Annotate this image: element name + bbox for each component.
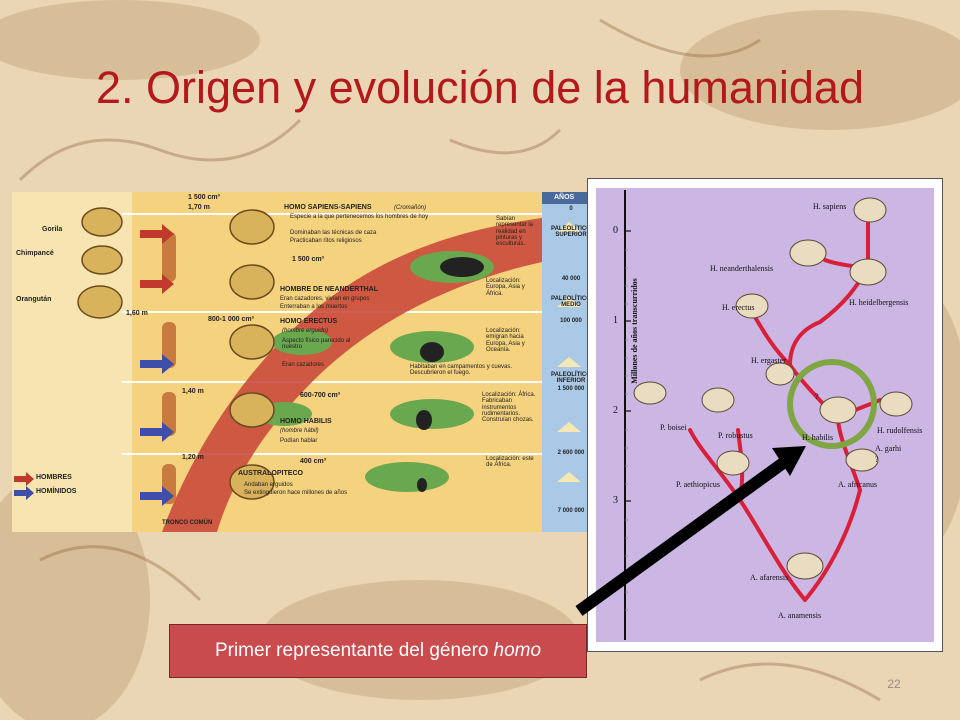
stage-bullet-5b: Se extinguieron hace millones de años [244, 490, 348, 496]
tick-1: 1 [613, 315, 618, 326]
height-label-2: 1,60 m [126, 310, 148, 317]
stage-note-3: Localización: emigran hacia Europa, Asia… [486, 328, 525, 353]
callout-text: Primer representante del género [214, 640, 489, 661]
label-h-heidelbergensis: H. heidelbergensis [849, 298, 909, 307]
label-a-anamensis: A. anamensis [778, 611, 822, 620]
label-a-africanus: A. africanus [838, 480, 878, 489]
tick-2: 2 [613, 405, 618, 416]
period-medio: PALEOLÍTICO MEDIO [551, 296, 591, 309]
stage-name-5: AUSTRALOPITECO [238, 470, 303, 477]
tick-0: 0 [613, 225, 618, 236]
stage-bullet-1a: Especie a la que pertenecemos los hombre… [290, 214, 429, 220]
height-label-3: 1,40 m [182, 388, 204, 395]
label-question: ? [875, 455, 879, 464]
stage-cm3-1: 1 500 cm³ [188, 194, 220, 201]
stage-bullet-2b: Enterraban a los muertos [280, 304, 348, 310]
year-1500000: 1 500 000 [557, 386, 585, 392]
stage-bullet-3b: Eran cazadores [282, 362, 325, 368]
label-a-afarensis: A. afarensis [750, 573, 789, 582]
primate-label-orangutan: Orangután [16, 296, 52, 303]
stage-cm3-3: 800-1 000 cm³ [208, 316, 254, 323]
stage-note-5: Localización: este de África. [486, 456, 534, 469]
year-100000: 100 000 [560, 318, 582, 324]
stage-note-2: Localización: Europa, Asia y África. [486, 278, 525, 297]
years-header: AÑOS [554, 194, 575, 201]
stage-sub-3: (hombre erguido) [282, 328, 329, 334]
stage-cm3-4: 600-700 cm³ [300, 392, 341, 399]
stage-bullet-1b: Dominaban las técnicas de caza [290, 230, 377, 236]
stage-note-1: Sabían representar la realidad en pintur… [496, 216, 534, 248]
legend-hominidos: HOMÍNIDOS [36, 488, 77, 495]
label-h-habilis: H. habilis [802, 433, 834, 442]
height-label-1: 1,70 m [188, 204, 210, 211]
common-trunk-label: TRONCO COMÚN [162, 520, 213, 526]
stage-note-4: Localización: África. Fabricaban instrum… [482, 392, 536, 424]
label-a-garhi: A. garhi [875, 444, 902, 453]
stage-name-1: HOMO SAPIENS-SAPIENS [284, 204, 372, 211]
stage-sub-1: (Cromañón) [394, 205, 427, 211]
fire-note: Habitaban en campamentos y cuevas. Descu… [410, 364, 513, 377]
stage-name-2: HOMBRE DE NEANDERTHAL [280, 286, 378, 293]
page-number: 22 [887, 677, 901, 691]
callout-box: Primer representante del género homo [169, 624, 587, 678]
stage-bullet-4a: Podían hablar [280, 438, 318, 444]
year-7000000: 7 000 000 [557, 508, 585, 514]
year-0: 0 [569, 206, 573, 212]
year-40000: 40 000 [561, 276, 581, 282]
tick-3: 3 [613, 495, 618, 506]
stage-name-4: HOMO HABILIS [280, 418, 332, 425]
stage-cm3-2: 1 500 cm³ [292, 256, 324, 263]
label-h-neanderthalensis: H. neanderthalensis [710, 264, 774, 273]
period-superior: PALEOLÍTICO SUPERIOR [551, 226, 591, 239]
label-h-erectus: H. erectus [722, 303, 755, 312]
stage-bullet-1c: Practicaban ritos religiosos [290, 238, 362, 244]
label-p-robustus: P. robustus [718, 431, 753, 440]
stage-sub-4: (hombre hábil) [280, 428, 319, 434]
slide-title: 2. Origen y evolución de la humanidad [96, 62, 864, 113]
primate-label-chimpance: Chimpancé [16, 250, 54, 257]
label-question-2: ? [815, 392, 819, 401]
stage-cm3-5: 400 cm³ [300, 458, 327, 465]
callout-emphasis: homo [493, 640, 542, 661]
label-p-boisei: P. boisei [660, 423, 687, 432]
legend-hombres: HOMBRES [36, 474, 72, 481]
stage-bullet-2a: Eran cazadores, vivían en grupos [280, 296, 370, 302]
axis-label-years: Millones de años transcurridos [630, 278, 639, 384]
evolution-infographic: Gorila Chimpancé Orangután AÑOS 1,70 m 1… [12, 192, 598, 532]
year-2600000: 2 600 000 [557, 450, 585, 456]
label-h-rudolfensis: H. rudolfensis [877, 426, 923, 435]
stage-name-3: HOMO ERECTUS [280, 318, 338, 325]
label-p-aethiopicus: P. aethiopicus [676, 480, 720, 489]
primate-label-gorila: Gorila [42, 226, 63, 233]
period-inferior: PALEOLÍTICO INFERIOR [551, 372, 591, 385]
label-h-ergaster: H. ergaster [751, 356, 786, 365]
stage-bullet-5a: Andaban erguidos [244, 482, 293, 488]
height-label-4: 1,20 m [182, 454, 204, 461]
stage-bullet-3a: Aspecto físico parecido al nuestro [282, 338, 351, 351]
label-h-sapiens: H. sapiens [813, 202, 847, 211]
infographic-artwork [12, 192, 598, 532]
